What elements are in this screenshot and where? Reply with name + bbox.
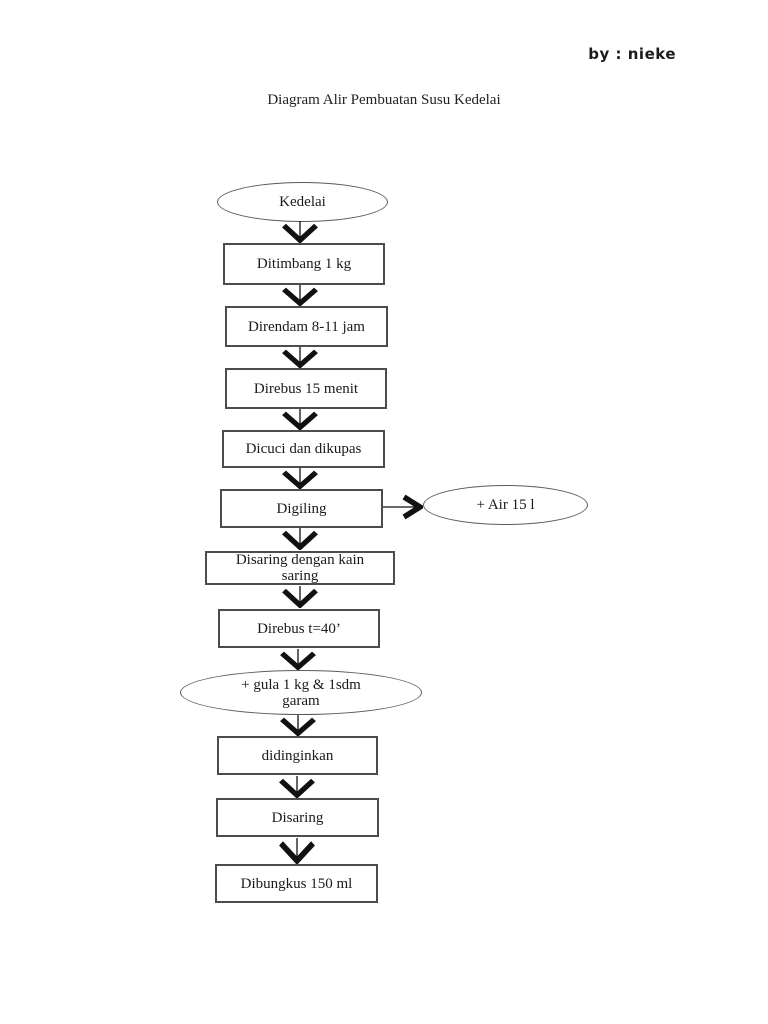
arrow-down-icon [282, 468, 318, 489]
arrow-right-icon [383, 494, 423, 520]
arrow-down-icon [280, 715, 316, 736]
page-title: Diagram Alir Pembuatan Susu Kedelai [267, 92, 501, 108]
arrow-down-icon [282, 285, 318, 306]
flow-node-gula-garam: + gula 1 kg & 1sdm garam [180, 670, 422, 715]
flow-node-disaring: Disaring [216, 798, 379, 837]
arrow-down-icon [282, 221, 318, 243]
flow-node-kedelai: Kedelai [217, 182, 388, 222]
flow-node-dibungkus: Dibungkus 150 ml [215, 864, 378, 903]
flow-node-digiling: Digiling [220, 489, 383, 528]
arrow-down-icon [279, 838, 315, 864]
flow-node-dicuci: Dicuci dan dikupas [222, 430, 385, 468]
arrow-down-icon [279, 776, 315, 798]
byline: by : nieke [588, 45, 676, 63]
flow-node-air: + Air 15 l [423, 485, 588, 525]
arrow-down-icon [282, 528, 318, 550]
flow-node-disaring-kain: Disaring dengan kain saring [205, 551, 395, 585]
arrow-down-icon [282, 409, 318, 430]
arrow-down-icon [282, 586, 318, 608]
flow-node-direbus-15: Direbus 15 menit [225, 368, 387, 409]
arrow-down-icon [282, 347, 318, 368]
flow-node-didinginkan: didinginkan [217, 736, 378, 775]
flow-node-direbus-40: Direbus t=40’ [218, 609, 380, 648]
flow-node-ditimbang: Ditimbang 1 kg [223, 243, 385, 285]
flow-node-direndam: Direndam 8-11 jam [225, 306, 388, 347]
arrow-down-icon [280, 649, 316, 670]
